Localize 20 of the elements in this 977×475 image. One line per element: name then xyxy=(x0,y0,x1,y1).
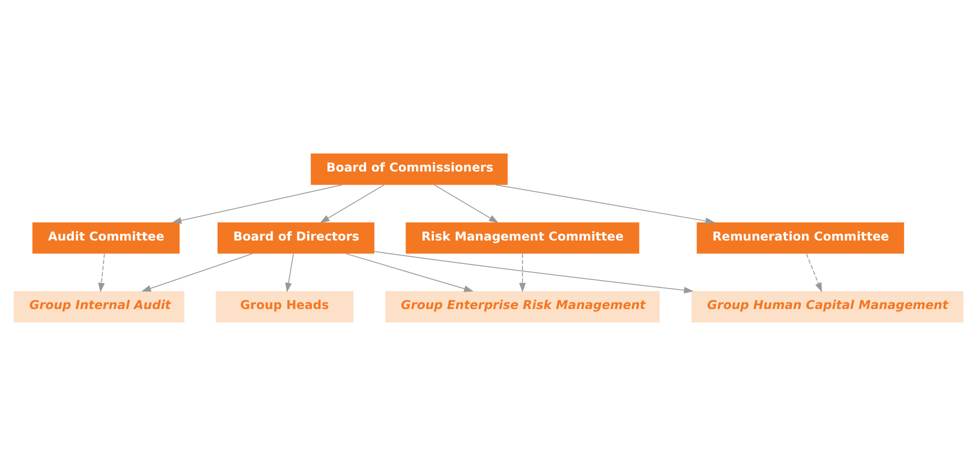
arrow xyxy=(495,184,716,224)
node-box: Remuneration Committee xyxy=(696,222,904,254)
arrow xyxy=(172,184,342,224)
node-box: Board of Commissioners xyxy=(310,152,508,184)
arrow xyxy=(285,252,294,292)
arrow xyxy=(98,252,105,292)
node-box: Group Enterprise Risk Management xyxy=(385,290,660,322)
arrow xyxy=(806,252,822,292)
arrow xyxy=(346,252,474,292)
node-box: Group Internal Audit xyxy=(14,290,184,322)
arrow xyxy=(434,184,499,222)
arrow xyxy=(141,252,253,292)
node-box: Group Human Capital Management xyxy=(692,290,964,322)
arrow xyxy=(320,184,384,222)
arrow xyxy=(519,252,526,292)
node-box: Board of Directors xyxy=(218,222,374,254)
node-box: Group Heads xyxy=(216,290,354,322)
node-box: Risk Management Committee xyxy=(406,222,640,254)
arrow xyxy=(374,250,694,294)
node-box: Audit Committee xyxy=(32,222,180,254)
